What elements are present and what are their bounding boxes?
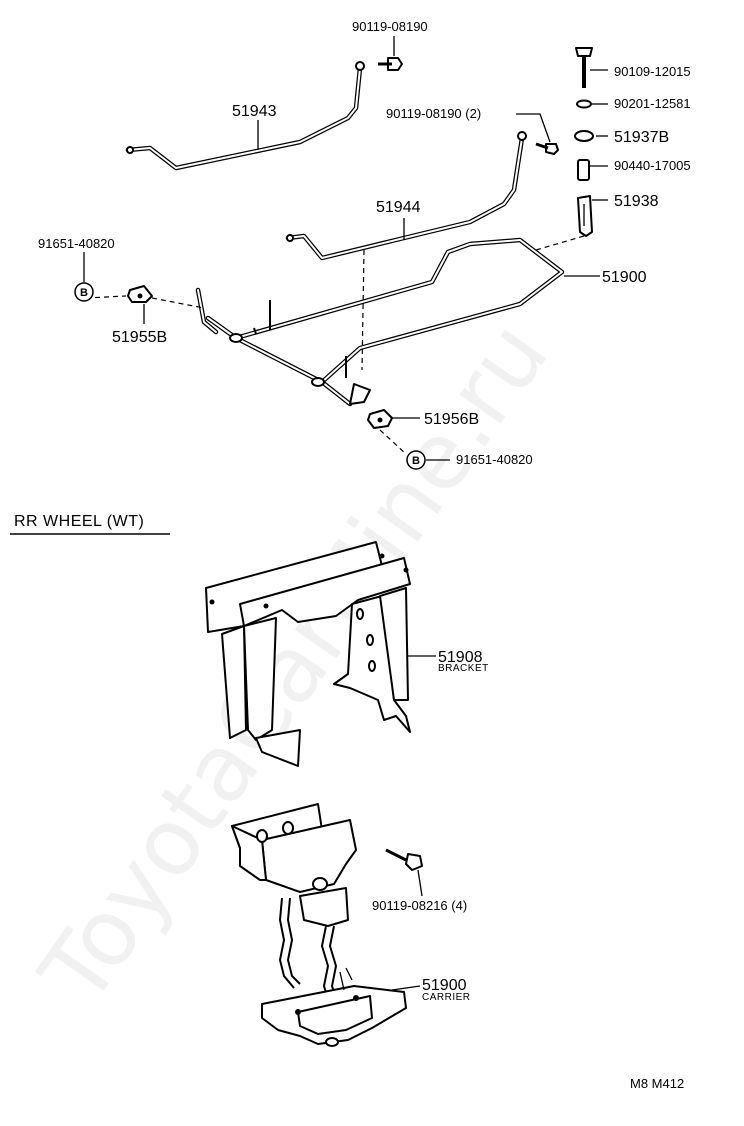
page-code: M8 M412 bbox=[630, 1076, 684, 1091]
label-91651-40820-right: 91651-40820 bbox=[456, 452, 533, 467]
carrier-frame-51900 bbox=[195, 237, 565, 407]
collar-90440-17005 bbox=[577, 159, 590, 181]
bolt-marker-left: B bbox=[74, 282, 94, 302]
label-51943: 51943 bbox=[232, 103, 277, 120]
label-51900-name: CARRIER bbox=[422, 992, 471, 1003]
bolt-90109-12015 bbox=[575, 47, 593, 88]
label-90440-17005: 90440-17005 bbox=[614, 158, 691, 173]
label-90119-08190-2: 90119-08190 (2) bbox=[386, 106, 481, 121]
label-90119-08190: 90119-08190 bbox=[352, 19, 428, 34]
bolt-marker-right: B bbox=[406, 450, 426, 470]
rod-51944 bbox=[285, 131, 527, 261]
label-51900-top: 51900 bbox=[602, 269, 647, 286]
bolt-90119-08216 bbox=[385, 848, 423, 871]
label-90119-08216: 90119-08216 (4) bbox=[372, 898, 467, 913]
bolt-90119-08190-top bbox=[378, 57, 403, 71]
carrier-51900 bbox=[231, 803, 407, 1047]
label-51938: 51938 bbox=[614, 193, 659, 210]
label-51900-bottom: 51900 bbox=[422, 977, 467, 994]
label-51937b: 51937B bbox=[614, 129, 669, 146]
washer-51937b bbox=[574, 130, 594, 142]
label-90109-12015: 90109-12015 bbox=[614, 64, 691, 79]
label-90201-12581: 90201-12581 bbox=[614, 96, 691, 111]
section-title: RR WHEEL (WT) bbox=[14, 513, 144, 530]
svg-text:B: B bbox=[412, 455, 420, 467]
hook-51938 bbox=[577, 195, 593, 237]
rod-51943 bbox=[125, 61, 365, 171]
clip-51955b bbox=[127, 285, 153, 303]
svg-text:B: B bbox=[80, 287, 88, 299]
label-51908-name: BRACKET bbox=[438, 663, 489, 674]
washer-90201-12581 bbox=[576, 99, 592, 109]
label-51908: 51908 bbox=[438, 649, 483, 666]
bracket-51908 bbox=[205, 541, 411, 767]
bolt-90119-08190-pair bbox=[535, 142, 559, 155]
label-91651-40820-left: 91651-40820 bbox=[38, 236, 115, 251]
label-51956b: 51956B bbox=[424, 411, 479, 428]
label-51944: 51944 bbox=[376, 199, 421, 216]
clip-51956b bbox=[367, 409, 393, 429]
label-51955b: 51955B bbox=[112, 329, 167, 346]
